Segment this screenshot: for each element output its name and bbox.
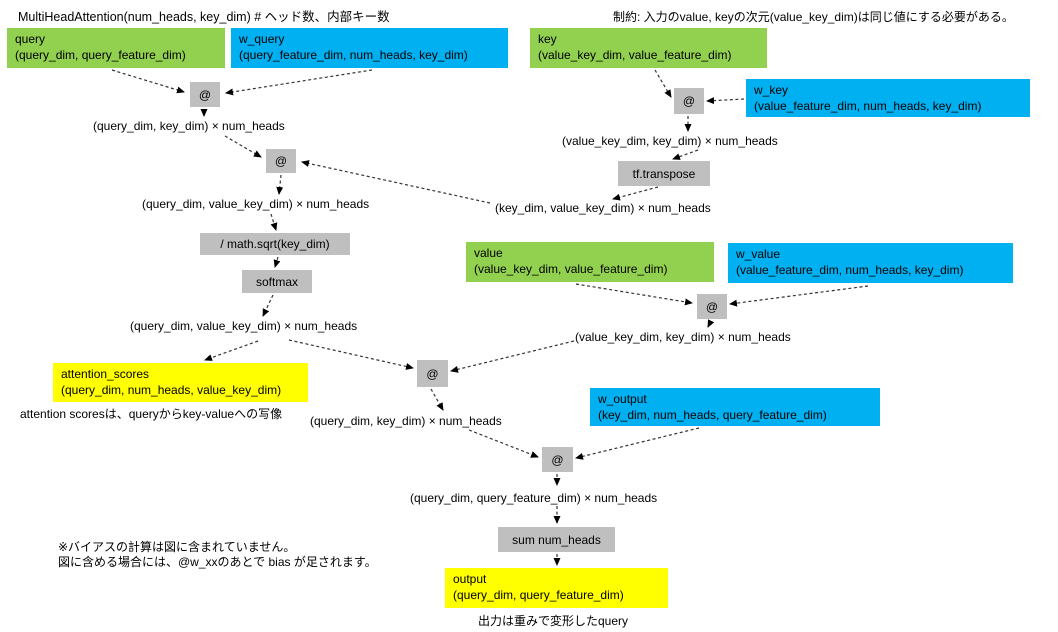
node-value: value (value_key_dim, value_feature_dim): [466, 242, 714, 282]
constraint-note: 制約: 入力のvalue, keyの次元(value_key_dim)は同じ値に…: [613, 10, 1014, 24]
node-query-dims: (query_dim, query_feature_dim): [15, 48, 186, 62]
node-w-output-title: w_output: [598, 392, 647, 406]
shape-label-query-key-2: (query_dim, key_dim) × num_heads: [310, 414, 502, 428]
op-transpose: tf.transpose: [618, 161, 710, 186]
shape-label-query-key-1: (query_dim, key_dim) × num_heads: [93, 119, 285, 133]
node-w-value-dims: (value_feature_dim, num_heads, key_dim): [736, 263, 964, 277]
node-w-key: w_key (value_feature_dim, num_heads, key…: [746, 79, 1030, 117]
node-query: query (query_dim, query_feature_dim): [7, 28, 225, 68]
node-w-output: w_output (key_dim, num_heads, query_feat…: [590, 388, 880, 426]
op-matmul-qk: @: [266, 149, 296, 173]
shape-label-value-projected: (value_key_dim, key_dim) × num_heads: [575, 330, 791, 344]
diagram-title: MultiHeadAttention(num_heads, key_dim) #…: [18, 10, 390, 24]
op-softmax: softmax: [242, 270, 312, 293]
node-value-title: value: [474, 246, 503, 260]
op-matmul-value: @: [697, 294, 727, 319]
note-attention-mapping: attention scoresは、queryからkey-valueへの写像: [20, 407, 283, 421]
op-scale: / math.sqrt(key_dim): [200, 233, 350, 255]
shape-label-scores-softmax: (query_dim, value_key_dim) × num_heads: [130, 319, 358, 333]
node-key: key (value_key_dim, value_feature_dim): [530, 28, 767, 68]
shape-label-query-feature: (query_dim, query_feature_dim) × num_hea…: [410, 491, 658, 505]
node-attention-scores-dims: (query_dim, num_heads, value_key_dim): [61, 383, 282, 397]
node-attention-scores: attention_scores (query_dim, num_heads, …: [53, 363, 308, 402]
shape-label-key-projected: (value_key_dim, key_dim) × num_heads: [562, 134, 778, 148]
node-w-query: w_query (query_feature_dim, num_heads, k…: [231, 28, 508, 68]
shape-label-scores-raw: (query_dim, value_key_dim) × num_heads: [142, 197, 370, 211]
node-w-output-dims: (key_dim, num_heads, query_feature_dim): [598, 408, 827, 422]
op-matmul-output: @: [542, 447, 573, 472]
node-output-title: output: [453, 572, 487, 586]
op-sum-heads: sum num_heads: [498, 527, 615, 552]
node-w-value: w_value (value_feature_dim, num_heads, k…: [728, 243, 1013, 283]
node-key-dims: (value_key_dim, value_feature_dim): [538, 48, 732, 62]
node-attention-scores-title: attention_scores: [61, 367, 150, 381]
node-output-dims: (query_dim, query_feature_dim): [453, 588, 624, 602]
op-matmul-query: @: [190, 82, 220, 107]
note-bias-line1: ※バイアスの計算は図に含まれていません。: [58, 540, 296, 554]
node-w-query-title: w_query: [239, 32, 285, 46]
node-w-value-title: w_value: [736, 247, 781, 261]
note-bias-line2: 図に含める場合には、@w_xxのあとで bias が足されます。: [58, 555, 377, 569]
node-key-title: key: [538, 32, 557, 46]
note-output: 出力は重みで変形したquery: [478, 614, 629, 628]
node-w-query-dims: (query_feature_dim, num_heads, key_dim): [239, 48, 468, 62]
node-value-dims: (value_key_dim, value_feature_dim): [474, 262, 668, 276]
node-query-title: query: [15, 32, 46, 46]
node-w-key-dims: (value_feature_dim, num_heads, key_dim): [754, 99, 982, 113]
op-matmul-attn-v: @: [417, 360, 448, 387]
node-output: output (query_dim, query_feature_dim): [445, 568, 668, 608]
shape-label-key-transposed: (key_dim, value_key_dim) × num_heads: [495, 201, 711, 215]
node-w-key-title: w_key: [754, 83, 789, 97]
op-matmul-key: @: [674, 88, 704, 114]
